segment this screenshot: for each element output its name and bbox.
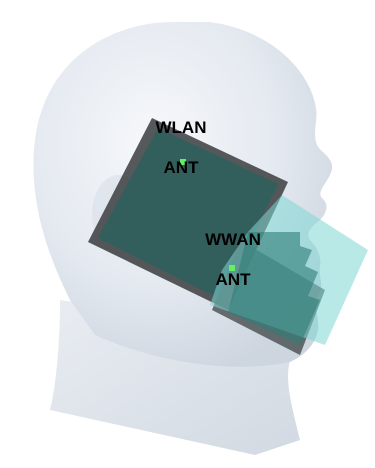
wwan-ant-label: WWAN ANT (193, 210, 273, 310)
wlan-label-line1: WLAN (155, 118, 207, 137)
wlan-antenna-marker (180, 159, 186, 165)
wwan-label-line1: WWAN (205, 230, 261, 249)
wlan-label-line2: ANT (163, 158, 199, 177)
wlan-ant-label: WLAN ANT (141, 98, 221, 198)
wwan-stepped-region (228, 232, 320, 345)
wwan-antenna-marker (229, 265, 235, 271)
wwan-label-line2: ANT (215, 270, 251, 289)
